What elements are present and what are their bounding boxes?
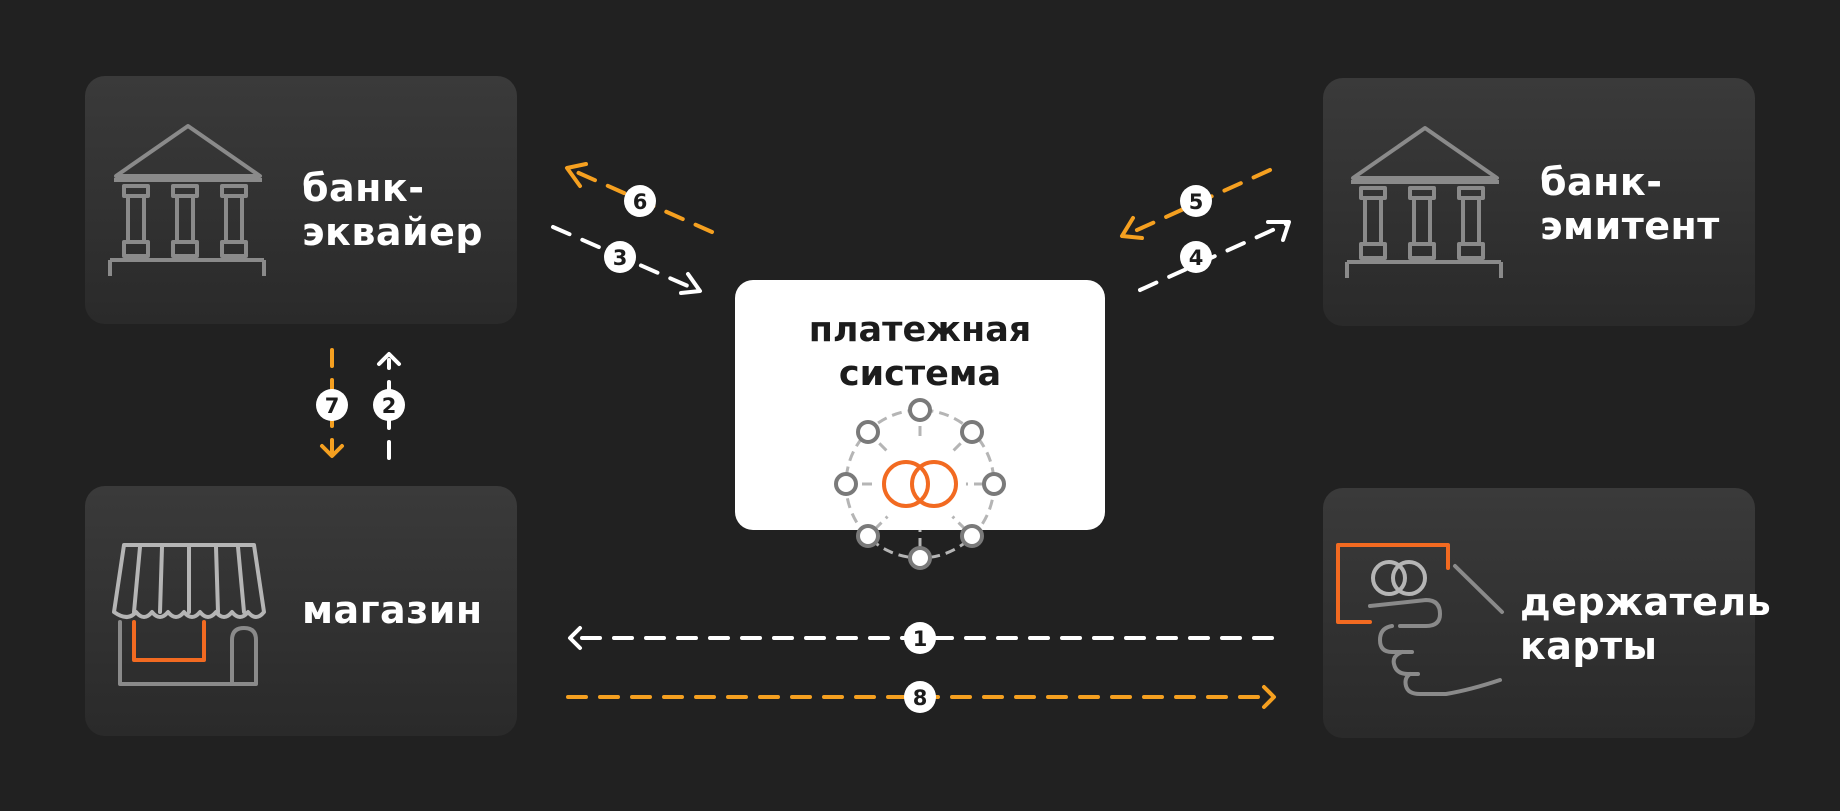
issuer-bank-card: банк- эмитент xyxy=(1323,78,1755,326)
acquirer-bank-label: банк- эквайер xyxy=(302,166,484,254)
hand-holding-card-icon xyxy=(1336,543,1504,696)
arrow-step-8-head xyxy=(1262,685,1276,709)
step-badge-6: 6 xyxy=(624,185,656,217)
step-badge-7: 7 xyxy=(316,389,348,421)
step-badge-8: 8 xyxy=(904,681,936,713)
step-badge-5: 5 xyxy=(1180,185,1212,217)
step-number-4: 4 xyxy=(1189,246,1204,270)
step-number-6: 6 xyxy=(633,190,648,214)
arrow-step-7-head xyxy=(320,444,344,458)
arrow-step-4 xyxy=(1138,222,1288,292)
store-card: магазин xyxy=(85,486,517,736)
step-number-8: 8 xyxy=(913,686,928,710)
step-badge-4: 4 xyxy=(1180,241,1212,273)
issuer-bank-icon xyxy=(1345,126,1503,278)
step-number-1: 1 xyxy=(913,627,928,651)
step-number-2: 2 xyxy=(382,394,397,418)
acquirer-bank-card: банк- эквайер xyxy=(85,76,517,324)
payment-network-icon xyxy=(834,398,1006,570)
step-number-3: 3 xyxy=(613,246,628,270)
step-badge-2: 2 xyxy=(373,389,405,421)
arrow-step-6-head xyxy=(565,162,588,188)
arrow-step-3-head xyxy=(679,272,702,295)
issuer-bank-label: банк- эмитент xyxy=(1540,160,1720,248)
store-label: магазин xyxy=(302,588,483,632)
step-badge-1: 1 xyxy=(904,622,936,654)
step-number-5: 5 xyxy=(1189,190,1204,214)
storefront-icon xyxy=(112,543,266,686)
step-number-7: 7 xyxy=(325,394,340,418)
step-badge-3: 3 xyxy=(604,241,636,273)
cardholder-label: держатель карты xyxy=(1520,580,1772,668)
cardholder-card: держатель карты xyxy=(1323,488,1771,738)
arrow-step-5-head xyxy=(1120,216,1144,240)
payment-system-label: платежная система xyxy=(808,310,1032,394)
arrow-step-2-head xyxy=(377,352,401,366)
arrow-step-4-head xyxy=(1266,220,1291,242)
acquirer-bank-icon xyxy=(108,124,266,276)
arrow-step-1-head xyxy=(568,626,582,650)
